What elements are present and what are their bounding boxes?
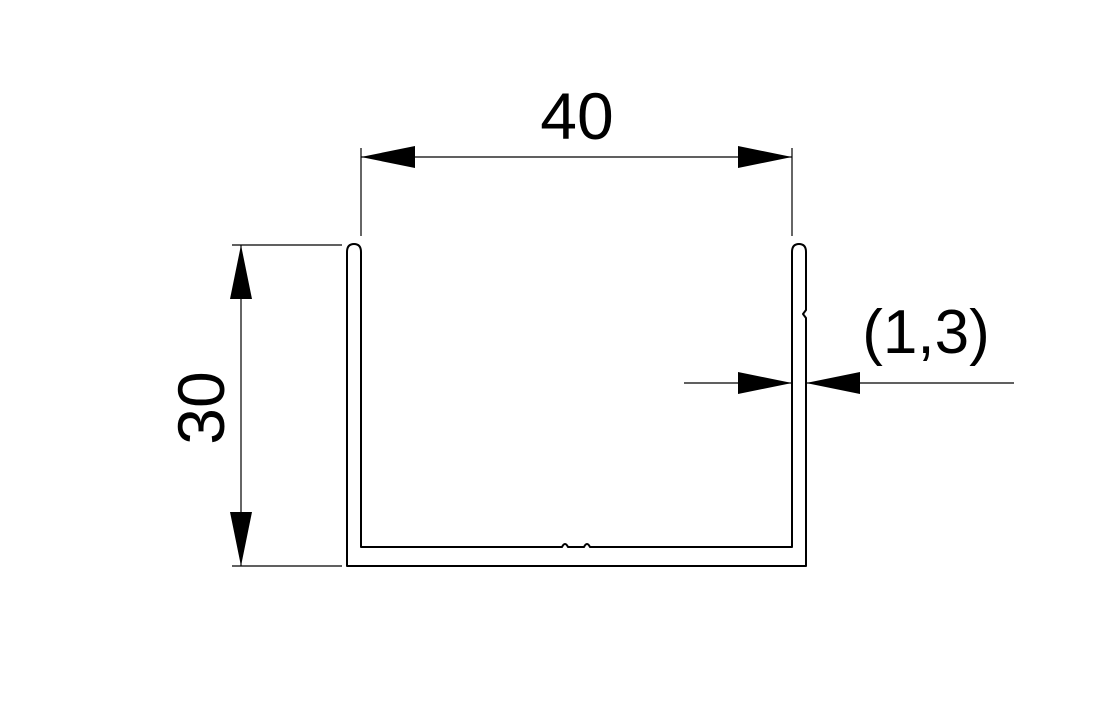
width-dimension [360, 146, 793, 236]
height-dimension [230, 244, 342, 567]
thickness-dimension-label: (1,3) [862, 298, 989, 367]
u-channel-profile [346, 243, 807, 567]
height-arrow-bottom [230, 512, 252, 566]
width-dimension-label: 40 [540, 79, 613, 153]
thickness-arrow-left [738, 372, 792, 394]
thickness-arrow-right [806, 372, 860, 394]
height-dimension-label: 30 [164, 371, 238, 444]
height-arrow-top [230, 245, 252, 299]
profile-outer-contour [346, 243, 807, 567]
width-arrow-right [738, 146, 792, 168]
width-arrow-left [361, 146, 415, 168]
thickness-dimension [684, 372, 1014, 394]
